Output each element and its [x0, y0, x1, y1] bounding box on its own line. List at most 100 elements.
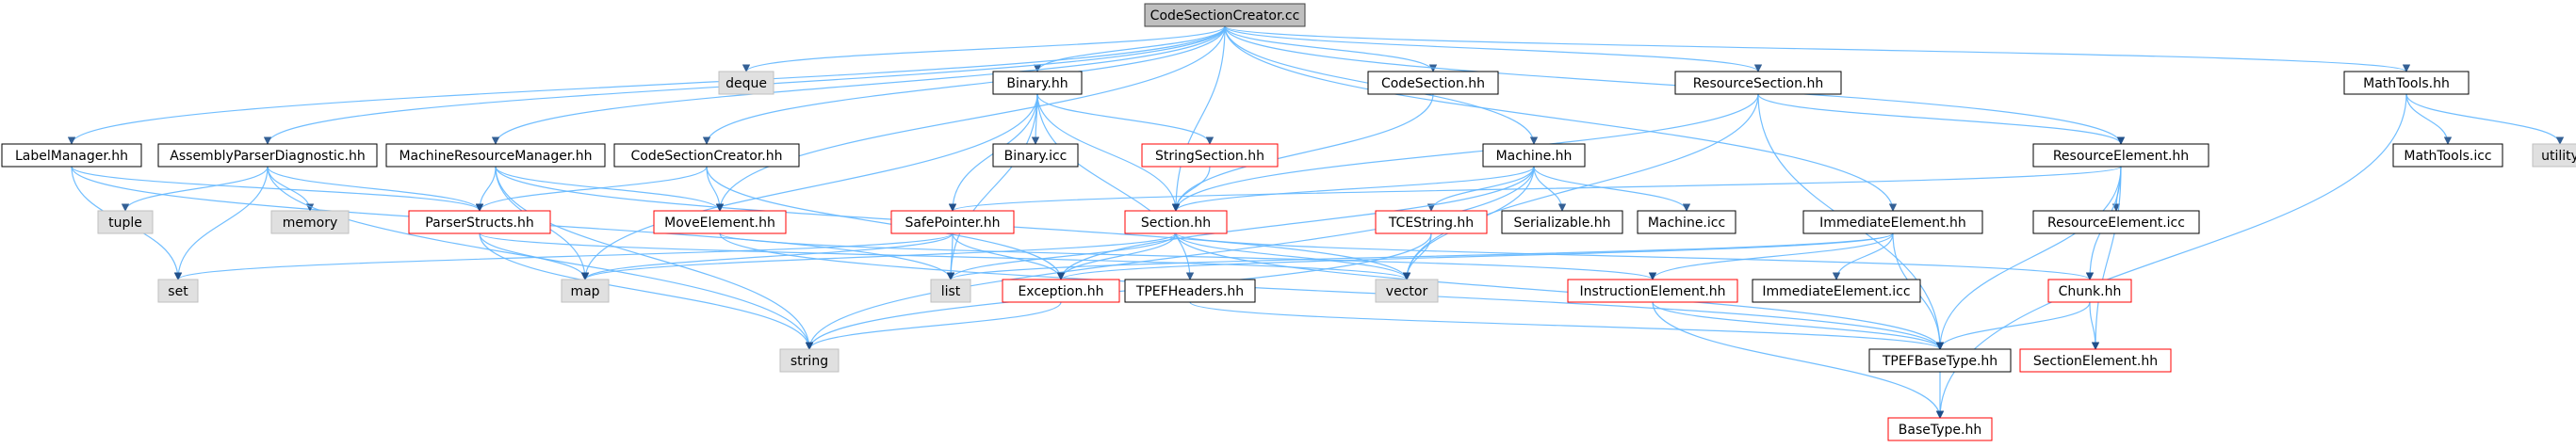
node-serializable-hh[interactable]: Serializable.hh — [1501, 210, 1623, 234]
node-box — [2032, 143, 2209, 168]
node-label: deque — [726, 76, 767, 91]
node-label: Exception.hh — [1018, 284, 1103, 299]
edge-root-to-deque — [742, 25, 1226, 72]
node-label: ImmediateElement.hh — [1819, 216, 1966, 231]
node-box — [1752, 279, 1921, 303]
edge-section_hh-to-chunk_hh — [1175, 232, 2094, 280]
node-resourcesection-hh[interactable]: ResourceSection.hh — [1674, 71, 1842, 95]
node-machineresourcemgr-hh[interactable]: MachineResourceManager.hh — [385, 143, 606, 168]
edge-instructionelement_hh-to-basetype_hh — [1652, 301, 1945, 419]
node-box — [1802, 210, 1983, 234]
node-box — [1124, 279, 1256, 303]
node-resourceelement-icc[interactable]: ResourceElement.icc — [2032, 210, 2200, 234]
node-label: InstructionElement.hh — [1579, 284, 1725, 299]
edge-root-to-immediateelement_hh — [1224, 25, 1898, 212]
node-section-hh[interactable]: Section.hh — [1124, 210, 1228, 234]
node-label: TPEFBaseType.hh — [1882, 354, 1997, 369]
node-codesectioncreator-hh[interactable]: CodeSectionCreator.hh — [613, 143, 800, 168]
node-basetype-hh[interactable]: BaseType.hh — [1887, 417, 1993, 441]
node-set[interactable]: set — [157, 279, 199, 303]
node-binary-hh[interactable]: Binary.hh — [992, 71, 1083, 95]
node-deque[interactable]: deque — [718, 71, 774, 95]
node-box — [992, 143, 1079, 168]
node-vector[interactable]: vector — [1375, 279, 1439, 303]
node-instructionelement-hh[interactable]: InstructionElement.hh — [1567, 279, 1738, 303]
node-tpefheaders-hh[interactable]: TPEFHeaders.hh — [1124, 279, 1256, 303]
edge-safepointer_hh-to-exception_hh — [952, 232, 1066, 280]
node-mathtools-icc[interactable]: MathTools.icc — [2392, 143, 2503, 168]
edge-codesection_hh-to-section_hh — [1171, 93, 1434, 212]
node-label: utility — [2541, 149, 2576, 164]
node-codesection-hh[interactable]: CodeSection.hh — [1367, 71, 1499, 95]
node-exception-hh[interactable]: Exception.hh — [1002, 279, 1120, 303]
node-box — [653, 210, 787, 234]
node-sectionelement-hh[interactable]: SectionElement.hh — [2019, 348, 2172, 373]
node-box — [1501, 210, 1623, 234]
edge-section_hh-to-exception_hh — [1056, 232, 1177, 280]
edge-immediateelement_hh-to-instructionelement_hh — [1648, 232, 1894, 280]
edge-binary_hh-to-tpefheaders_hh — [1036, 93, 1195, 280]
node-tcestring-hh[interactable]: TCEString.hh — [1375, 210, 1488, 234]
node-immediateelement-hh[interactable]: ImmediateElement.hh — [1802, 210, 1983, 234]
node-label: memory — [283, 216, 338, 231]
node-box — [270, 210, 350, 234]
node-machine-hh[interactable]: Machine.hh — [1482, 143, 1586, 168]
node-box — [1567, 279, 1738, 303]
node-chunk-hh[interactable]: Chunk.hh — [2047, 279, 2132, 303]
node-assemblyparserdiag-hh[interactable]: AssemblyParserDiagnostic.hh — [157, 143, 378, 168]
node-resourceelement-hh[interactable]: ResourceElement.hh — [2032, 143, 2209, 168]
node-binary-icc[interactable]: Binary.icc — [992, 143, 1079, 168]
node-machine-icc[interactable]: Machine.icc — [1637, 210, 1736, 234]
node-moveelement-hh[interactable]: MoveElement.hh — [653, 210, 787, 234]
node-list[interactable]: list — [930, 279, 971, 303]
node-label: CodeSection.hh — [1381, 76, 1485, 91]
node-stringsection-hh[interactable]: StringSection.hh — [1141, 143, 1279, 168]
node-box — [1375, 279, 1439, 303]
edge-binary_hh-to-list — [946, 93, 1038, 280]
edge-assemblyparserdiag_hh-to-parserstructs_hh — [267, 166, 484, 212]
node-mathtools-hh[interactable]: MathTools.hh — [2343, 71, 2470, 95]
node-label: Binary.icc — [1004, 149, 1068, 164]
node-box — [1674, 71, 1842, 95]
edge-machine_hh-to-string — [805, 166, 1535, 350]
edge-mathtools_hh-to-mathtools_icc — [2405, 93, 2453, 145]
edge-parserstructs_hh-to-string — [479, 232, 814, 350]
node-memory[interactable]: memory — [270, 210, 350, 234]
node-box — [1144, 3, 1306, 27]
node-box — [157, 279, 199, 303]
node-label: ResourceSection.hh — [1693, 76, 1823, 91]
node-label: MathTools.hh — [2363, 76, 2450, 91]
node-label: Machine.hh — [1496, 149, 1573, 164]
node-immediateelement-icc[interactable]: ImmediateElement.icc — [1752, 279, 1921, 303]
node-labelmanager-hh[interactable]: LabelManager.hh — [1, 143, 142, 168]
node-label: SectionElement.hh — [2033, 354, 2158, 369]
node-string[interactable]: string — [779, 348, 840, 373]
node-root[interactable]: CodeSectionCreator.cc — [1144, 3, 1306, 27]
edge-moveelement_hh-to-instructionelement_hh — [719, 232, 1656, 280]
edge-section_hh-to-tpefbasetype_hh — [1175, 232, 1945, 350]
node-safepointer-hh[interactable]: SafePointer.hh — [890, 210, 1015, 234]
node-box — [779, 348, 840, 373]
edge-resourcesection_hh-to-resourceelement_hh — [1757, 93, 2126, 145]
node-box — [930, 279, 971, 303]
node-map[interactable]: map — [561, 279, 610, 303]
node-label: TCEString.hh — [1388, 216, 1474, 231]
node-box — [1482, 143, 1586, 168]
node-label: TPEFHeaders.hh — [1135, 284, 1244, 299]
edge-safepointer_hh-to-map — [580, 232, 954, 280]
edge-root-to-labelmanager_hh — [67, 25, 1226, 145]
node-label: vector — [1386, 284, 1428, 299]
edge-stringsection_hh-to-section_hh — [1171, 166, 1211, 212]
node-label: MachineResourceManager.hh — [399, 149, 592, 164]
node-label: Binary.hh — [1006, 76, 1068, 91]
node-utility[interactable]: utility — [2532, 143, 2576, 168]
node-box — [408, 210, 551, 234]
node-tpefbasetype-hh[interactable]: TPEFBaseType.hh — [1868, 348, 2012, 373]
node-box — [1002, 279, 1120, 303]
node-tuple[interactable]: tuple — [97, 210, 154, 234]
edge-exception_hh-to-string — [805, 301, 1062, 350]
node-box — [385, 143, 606, 168]
node-box — [2532, 143, 2576, 168]
node-parserstructs-hh[interactable]: ParserStructs.hh — [408, 210, 551, 234]
edge-section_hh-to-list — [946, 232, 1177, 280]
